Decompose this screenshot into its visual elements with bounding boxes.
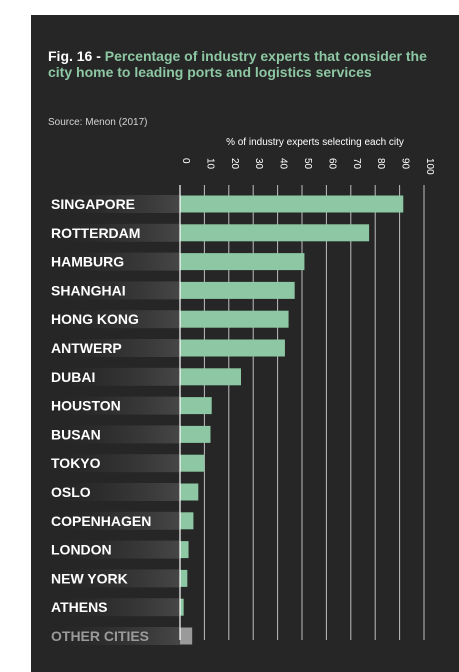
x-tick-label: 30 (253, 158, 264, 170)
figure-title-text: Percentage of industry experts that cons… (48, 48, 427, 80)
label-band (48, 396, 180, 415)
category-labels: SINGAPORE ROTTERDAM HAMBURG SHANGHAI HONG KO… (51, 196, 151, 644)
x-tick-label: 50 (302, 158, 313, 170)
figure-title: Fig. 16 - Percentage of industry experts… (48, 48, 438, 80)
label-band (48, 310, 180, 329)
bar (180, 310, 289, 328)
x-tick-label: 10 (204, 158, 215, 170)
x-tick-label: 60 (326, 158, 337, 170)
label-band (48, 339, 180, 357)
x-tick-label: 40 (278, 158, 289, 170)
category-label: HAMBURG (51, 254, 124, 270)
label-band (48, 483, 180, 501)
bar (180, 224, 370, 242)
label-band (48, 425, 180, 444)
x-tick-label: 80 (375, 158, 386, 170)
bar (180, 512, 194, 530)
category-label: HONG KONG (51, 311, 139, 327)
bar (180, 339, 285, 357)
category-label: DUBAI (51, 369, 95, 385)
x-tick-label: 20 (229, 158, 240, 170)
x-tick-label: 90 (400, 158, 411, 170)
bar (180, 541, 189, 559)
category-label: ATHENS (51, 599, 108, 615)
category-label: HOUSTON (51, 398, 121, 414)
label-band (48, 223, 180, 242)
bar (180, 627, 193, 645)
label-band (48, 281, 180, 300)
x-tick-label: 70 (351, 158, 362, 170)
label-band (48, 195, 180, 213)
label-band (48, 569, 180, 588)
category-label: LONDON (51, 542, 112, 558)
category-label: ANTWERP (51, 340, 122, 356)
category-label: BUSAN (51, 426, 101, 442)
bar (180, 425, 211, 443)
x-tick-label: 100 (424, 158, 435, 175)
category-label: SHANGHAI (51, 282, 126, 298)
bar (180, 281, 295, 299)
x-tick-label: 0 (180, 158, 191, 164)
category-label: SINGAPORE (51, 196, 135, 212)
label-band (48, 454, 180, 473)
label-band (48, 252, 180, 271)
label-band (48, 511, 180, 530)
x-axis-label: % of industry experts selecting each cit… (226, 137, 404, 148)
bar (180, 598, 184, 616)
label-bands (48, 195, 180, 645)
bar (180, 483, 199, 501)
bar (180, 569, 188, 587)
label-band (48, 627, 180, 645)
figure-source: Source: Menon (2017) (48, 117, 148, 128)
category-label: OSLO (51, 484, 91, 500)
figure-number: Fig. 16 - (48, 48, 101, 64)
label-band (48, 367, 180, 386)
x-tick-labels: 0 10 20 30 40 50 60 70 80 90 100 (180, 158, 435, 175)
label-band (48, 540, 180, 559)
category-label: TOKYO (51, 455, 101, 471)
category-label: COPENHAGEN (51, 513, 151, 529)
bar (180, 253, 305, 271)
category-label: OTHER CITIES (51, 628, 149, 644)
label-band (48, 598, 180, 617)
bar (180, 454, 205, 472)
bar (180, 397, 212, 415)
bar (180, 195, 404, 213)
bar (180, 368, 241, 386)
category-label: NEW YORK (51, 570, 128, 586)
bars (180, 195, 404, 645)
category-label: ROTTERDAM (51, 225, 140, 241)
